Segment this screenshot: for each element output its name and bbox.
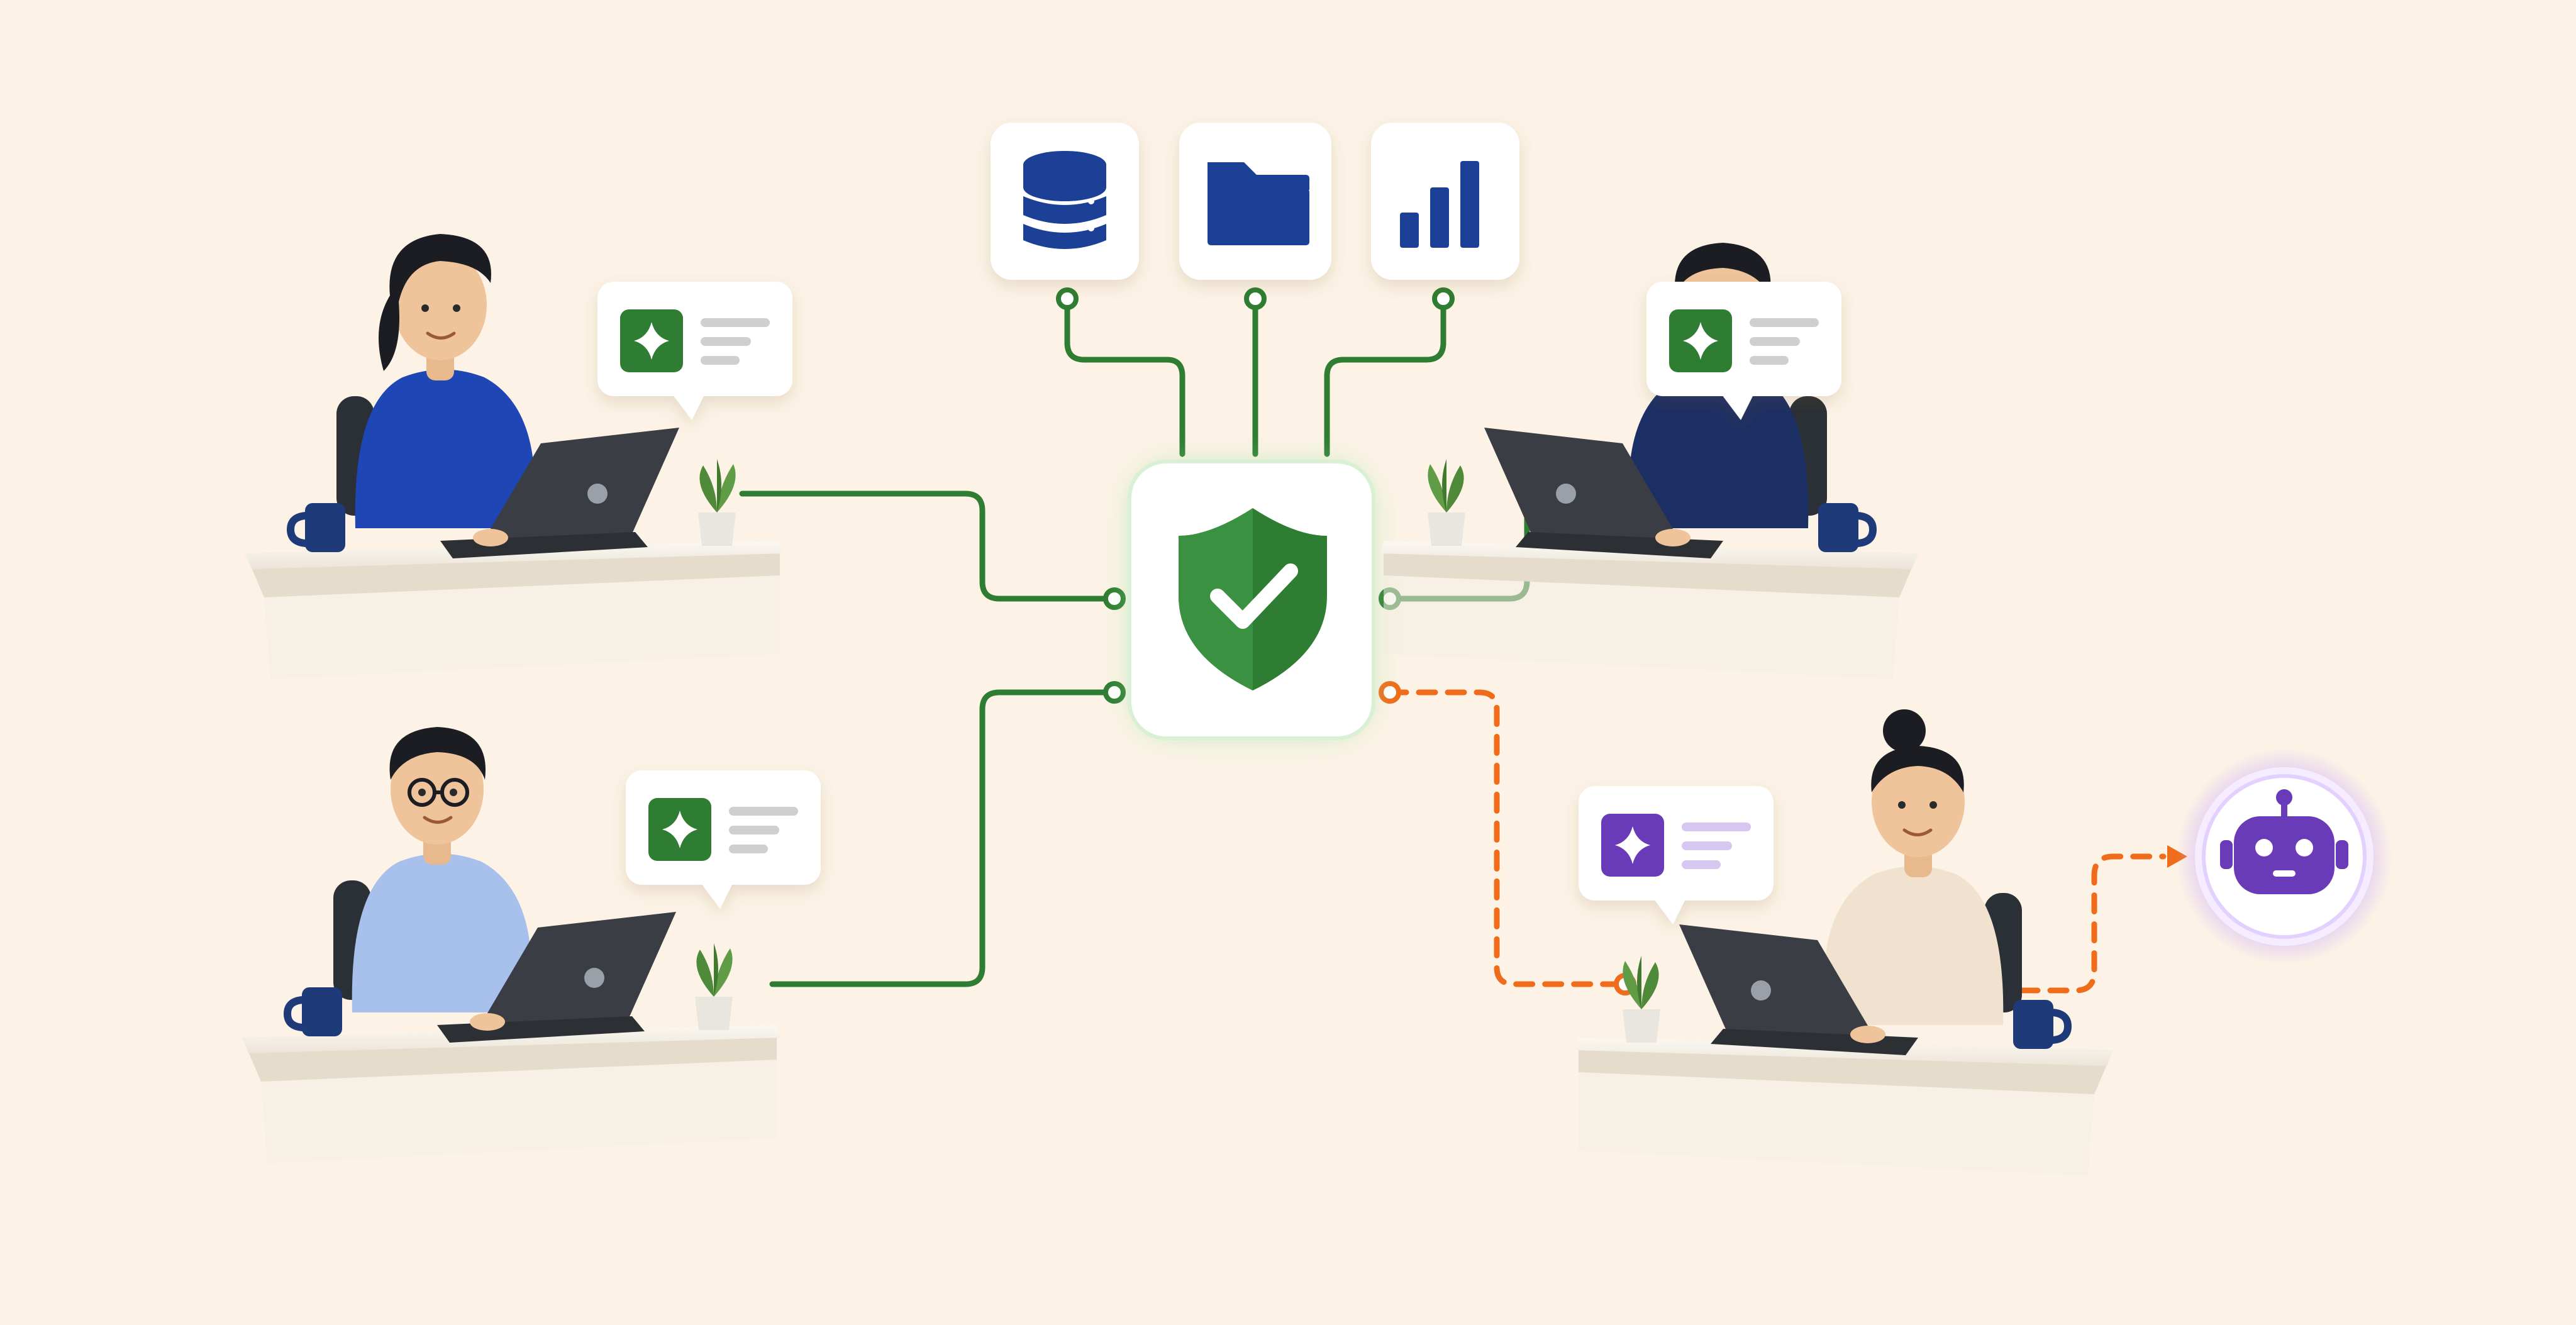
- coffee-mug: [286, 503, 345, 552]
- head: [391, 734, 484, 845]
- desk: [242, 1025, 780, 1163]
- governance-hub: [1128, 460, 1375, 740]
- workers-layer: [242, 234, 2113, 1176]
- database-icon: [1023, 151, 1106, 249]
- worker-bottom-right: [1575, 709, 2113, 1176]
- coffee-mug: [1818, 503, 1877, 552]
- connector-worker-to-external-ai-dashed: [1989, 853, 2167, 994]
- resource-card-database: [991, 123, 1139, 280]
- external-ai-service: [2176, 748, 2392, 965]
- desk: [245, 541, 783, 679]
- worker-bottom-left: [242, 727, 780, 1163]
- head: [394, 250, 487, 360]
- connector-chart-to-hub: [1324, 296, 1446, 457]
- hair: [1674, 243, 1771, 296]
- hair: [389, 727, 486, 780]
- worker-top-left: [245, 234, 783, 679]
- ai-assistant-bubble-bottom-left: [626, 770, 821, 909]
- desk: [1575, 1038, 2113, 1176]
- resource-card-folder: [1179, 123, 1331, 280]
- connector-worker-bottom-left-to-hub: [769, 689, 1118, 987]
- head: [1872, 746, 1965, 857]
- desk: [1380, 541, 1918, 679]
- sparkle-icon: [1683, 322, 1718, 360]
- sparkle-icon: [662, 811, 697, 848]
- coffee-mug: [2013, 1000, 2072, 1049]
- ai-assistant-bubble-top-right: [1646, 282, 1841, 420]
- potted-plant: [1623, 956, 1660, 1043]
- ai-assistant-bubble-top-left: [597, 282, 792, 420]
- robot-icon: [2220, 789, 2348, 894]
- folder-icon: [1208, 162, 1309, 245]
- hair: [379, 234, 491, 371]
- sparkle-icon: [1615, 826, 1650, 864]
- ai-assistant-bubble-bottom-right: [1579, 786, 1774, 924]
- hair: [1871, 709, 1964, 792]
- shield-check-icon: [1179, 508, 1327, 690]
- resource-card-analytics: [1371, 123, 1519, 280]
- connector-worker-bottom-right-to-hub-dashed: [1387, 689, 1628, 987]
- bar-chart-icon: [1400, 161, 1479, 248]
- potted-plant: [695, 943, 733, 1030]
- connector-database-to-hub: [1064, 296, 1185, 457]
- coffee-mug: [283, 987, 342, 1036]
- sparkle-icon: [634, 322, 669, 360]
- potted-plant: [698, 459, 736, 546]
- potted-plant: [1428, 459, 1465, 546]
- connector-worker-top-left-to-hub: [739, 491, 1118, 602]
